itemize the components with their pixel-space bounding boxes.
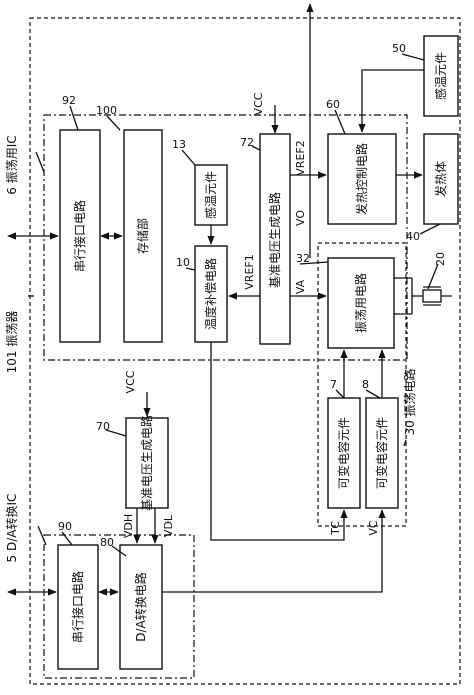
oscillator-boundary (29, 17, 461, 685)
ref-70: 70 (96, 420, 110, 433)
serial-interface-block-top (59, 129, 101, 343)
storage-block (123, 129, 163, 343)
temp-compensation-block (194, 245, 228, 343)
tc-wire (210, 342, 348, 541)
temp-sensor-13-block (194, 164, 228, 226)
vc-wire (162, 509, 386, 593)
osc-ic-boundary (43, 114, 408, 361)
serial-interface-bottom-label: 串行接口电路 (70, 571, 85, 643)
da-ic-boundary (43, 534, 195, 679)
ref-100: 100 (96, 104, 117, 117)
ref-20: 20 (434, 252, 447, 266)
ref-80: 80 (100, 536, 114, 549)
da-converter-label: D/A转换电路 (133, 572, 148, 642)
vc-label: VC (367, 520, 380, 536)
storage-label: 存储部 (135, 218, 150, 254)
tc-label: TC (329, 521, 342, 536)
ref-gen-72-label: 基准电压生成电路 (267, 192, 282, 288)
ref-92: 92 (62, 94, 76, 107)
vdh-label: VDH (122, 514, 135, 538)
ref-8: 8 (362, 378, 369, 391)
heat-control-block (327, 133, 397, 225)
vcc-left-label: VCC (124, 370, 137, 393)
osc-circuit-label: 30 振荡电路 (402, 368, 417, 435)
ref-32: 32 (296, 252, 310, 265)
heater-block (423, 133, 459, 225)
crystal-resonator-20 (412, 286, 452, 306)
oscillation-circuit-block (327, 257, 395, 349)
osc-circuit-boundary (317, 242, 407, 527)
serial-interface-top-label: 串行接口电路 (72, 200, 87, 272)
ref-40: 40 (406, 230, 420, 243)
leader-lines (28, 53, 441, 557)
var-cap-8-label: 可变电容元件 (374, 417, 389, 489)
temp-sensor-50-label: 感温元件 (433, 52, 448, 100)
ref-13: 13 (172, 138, 186, 151)
ic-da-label: 5 D/A转换IC (4, 494, 19, 563)
vref2-label: VREF2 (294, 140, 307, 175)
ref-90: 90 (58, 520, 72, 533)
heater-label: 发热体 (433, 161, 448, 197)
va-label: VA (294, 279, 307, 294)
ref-7: 7 (330, 378, 337, 391)
heat-ctrl-label: 发热控制电路 (354, 143, 369, 215)
vdl-label: VDL (162, 514, 175, 537)
variable-capacitor-7-block (327, 397, 361, 509)
osc-amp-label: 振荡用电路 (353, 273, 368, 333)
vcc-top-label: VCC (252, 92, 265, 115)
var-cap-7-label: 可变电容元件 (336, 417, 351, 489)
temp-sensor-13-label: 感温元件 (203, 171, 218, 219)
da-converter-block (119, 544, 163, 670)
ref-60: 60 (326, 98, 340, 111)
serial-interface-block-bottom (57, 544, 99, 670)
ref-50: 50 (392, 42, 406, 55)
vref1-label: VREF1 (243, 254, 256, 289)
ref-voltage-gen-70-block (125, 417, 169, 509)
oscillator-label: 101 振荡器 (5, 311, 19, 374)
ref-10: 10 (176, 256, 190, 269)
ic-osc-label: 6 振荡用IC (5, 135, 19, 194)
ref-72: 72 (240, 136, 254, 149)
sensor50-to-ctrl-wire (358, 69, 424, 133)
ref-gen-70-label: 基准电压生成电路 (139, 415, 154, 511)
vo-label: VO (294, 210, 307, 226)
temp-sensor-50-block (423, 35, 459, 117)
temp-comp-label: 温度补偿电路 (203, 258, 218, 330)
ref-voltage-gen-72-block (259, 133, 291, 345)
